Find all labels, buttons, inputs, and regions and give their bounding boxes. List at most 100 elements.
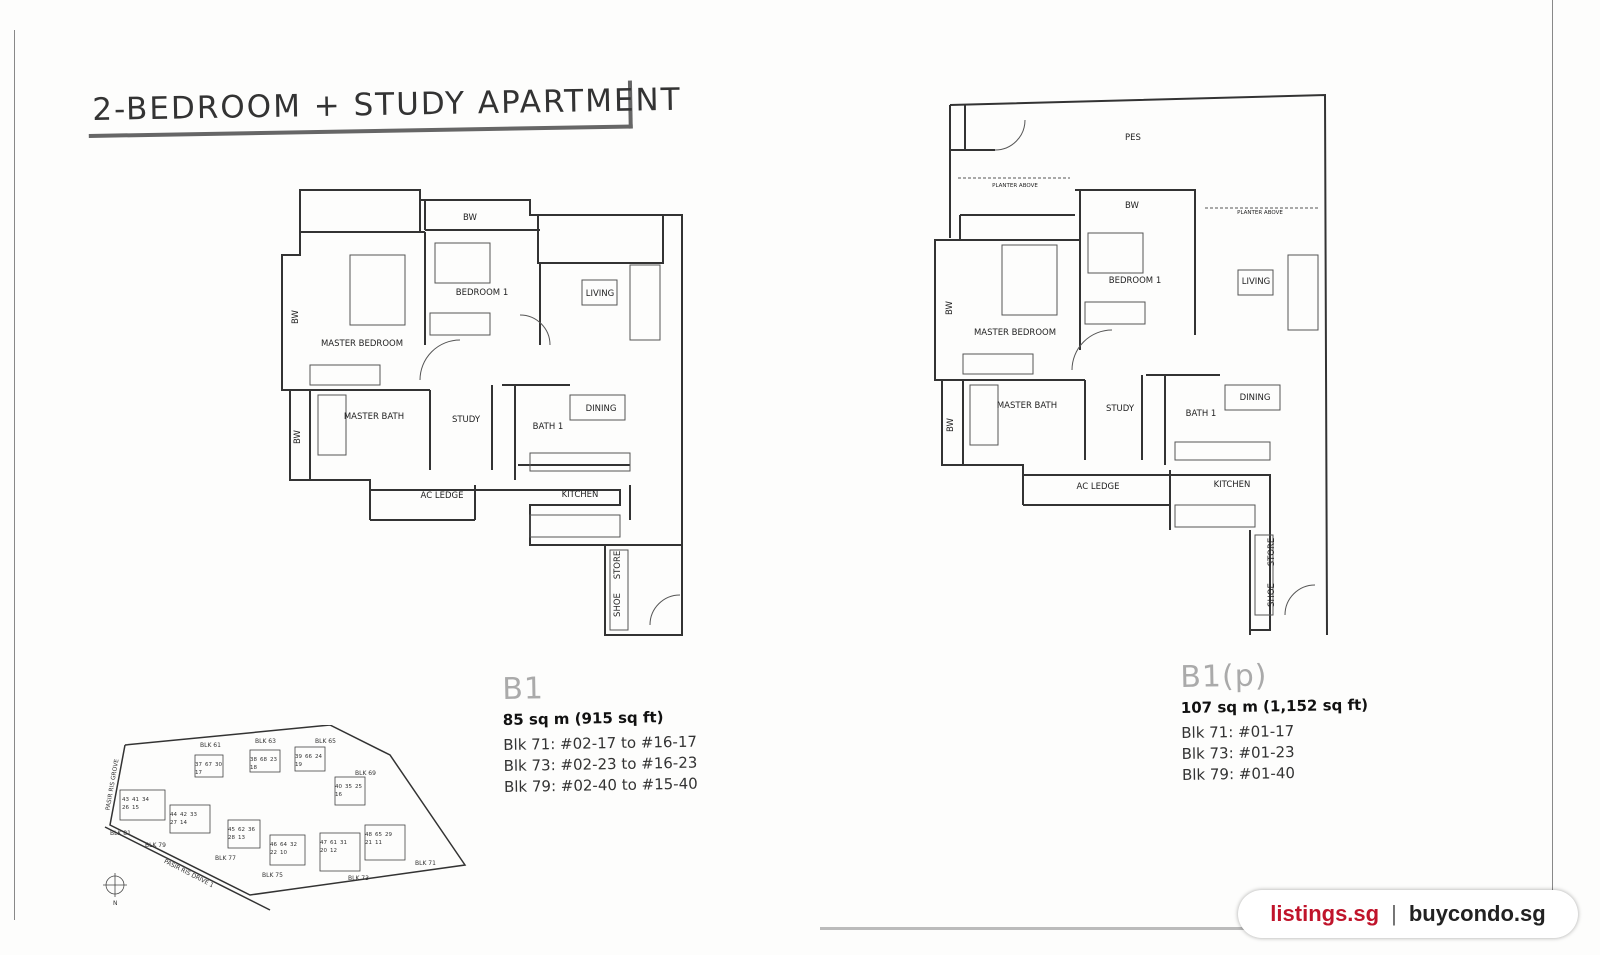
site-unit-number: 24 [315,754,322,760]
room-label-study: STUDY [452,415,481,425]
site-unit-number: 35 [345,784,352,790]
site-unit-number: 36 [248,827,255,833]
wardrobe [962,353,1034,375]
room-label-bedroom1: BEDROOM 1 [1109,276,1161,286]
shoe-cabinet [609,549,629,631]
bed [434,242,491,284]
site-unit-number: 32 [290,842,297,848]
site-unit-number: 31 [340,840,347,846]
site-unit-number: 39 [295,754,302,760]
sofa [1287,254,1319,331]
unit-block-line: Blk 79: #02-40 to #15-40 [503,774,698,796]
block-label: BLK 73 [348,875,369,882]
page-right-edge [1552,0,1553,920]
site-unit-number: 34 [142,797,149,803]
block-label: BLK 65 [315,738,336,745]
wardrobe [1084,301,1146,325]
site-unit-number: 21 [365,840,372,846]
site-unit-number: 67 [205,762,212,768]
site-unit-number: 28 [228,835,235,841]
block-label: BLK 71 [415,860,436,867]
kitchen-counter [1174,441,1271,461]
site-unit-number: 33 [190,812,197,818]
site-unit-number: 16 [335,792,342,798]
room-label-dining: DINING [586,404,617,414]
unit-info-b1: B1 85 sq m (915 sq ft) Blk 71: #02-17 to… [502,669,698,798]
floor-plan-b1: BW BEDROOM 1 LIVING BW MASTER BEDROOM MA… [281,189,683,636]
site-unit-number: 44 [170,812,177,818]
north-label: N [113,900,118,907]
block-label: BLK 79 [145,842,166,849]
site-unit-number: 13 [238,835,245,841]
watermark-site-b: buycondo.sg [1408,901,1546,926]
watermark-badge: listings.sg | buycondo.sg [1238,890,1578,938]
site-unit-number: 20 [320,848,327,854]
room-label-dining: DINING [1240,393,1271,403]
room-label-bedroom1: BEDROOM 1 [456,288,508,298]
unit-code: B1(p) [1180,658,1268,695]
room-label-master-bedroom: MASTER BEDROOM [974,328,1056,338]
kitchen-counter [1174,504,1256,528]
planter-box [299,189,421,233]
site-unit-number: 37 [195,762,202,768]
site-unit-number: 15 [132,805,139,811]
dining-table [1224,384,1281,411]
site-unit-number: 61 [330,840,337,846]
block-label: BLK 81 [110,830,131,837]
site-unit-number: 42 [180,812,187,818]
site-unit-number: 65 [375,832,382,838]
site-unit-number: 68 [260,757,267,763]
room-label-store: STORE [1267,538,1277,567]
room-label-master-bedroom: MASTER BEDROOM [321,339,403,349]
site-unit-number: 22 [270,850,277,856]
room-label-pes: PES [1125,133,1141,143]
room-label-bw-top: BW [1125,201,1140,211]
bathtub [317,394,347,456]
site-unit-number: 17 [195,770,202,776]
unit-area: 107 sq m (1,152 sq ft) [1180,695,1369,717]
kitchen-counter [529,514,621,538]
room-label-living: LIVING [586,289,615,299]
dining-table [569,394,626,421]
kitchen-counter [529,452,631,472]
site-unit-number: 43 [122,797,129,803]
page-left-edge [14,30,15,920]
block-label: BLK 77 [215,855,236,862]
site-unit-number: 25 [355,784,362,790]
site-unit-number: 26 [122,805,129,811]
room-label-bw-top: BW [463,213,478,223]
site-unit-number: 18 [250,765,257,771]
wardrobe [309,364,381,386]
room-label-bw-left: BW [291,309,301,324]
unit-code: B1 [502,671,545,707]
site-unit-number: 46 [270,842,277,848]
site-unit-number: 23 [270,757,277,763]
site-unit-number: 12 [330,848,337,854]
room-label-planter-left: PLANTER ABOVE [992,183,1038,189]
site-unit-number: 14 [180,820,187,826]
site-unit-number: 47 [320,840,327,846]
site-unit-number: 19 [295,762,302,768]
site-unit-number: 30 [215,762,222,768]
bathtub [969,384,999,446]
floor-plan-b1p: PES PLANTER ABOVE PLANTER ABOVE BW BEDRO… [934,93,1328,636]
block-label: BLK 69 [355,770,376,777]
site-unit-number: 64 [280,842,287,848]
site-unit-number: 29 [385,832,392,838]
room-label-shoe: SHOE [613,593,623,617]
block-label: BLK 61 [200,742,221,749]
room-label-master-bath: MASTER BATH [344,412,404,422]
room-label-bw-left: BW [945,300,955,315]
site-unit-number: 62 [238,827,245,833]
room-label-bath1: BATH 1 [1186,409,1217,419]
watermark-separator: | [1391,901,1397,926]
room-label-ac-ledge: AC LEDGE [1077,482,1120,492]
planter-box [537,214,664,264]
site-unit-number: 10 [280,850,287,856]
bed [349,254,406,326]
page-bottom-edge [820,927,1560,930]
room-label-kitchen: KITCHEN [1214,480,1251,490]
room-label-ac-ledge: AC LEDGE [421,491,464,501]
room-label-planter-right: PLANTER ABOVE [1237,210,1283,216]
wardrobe [429,312,491,336]
